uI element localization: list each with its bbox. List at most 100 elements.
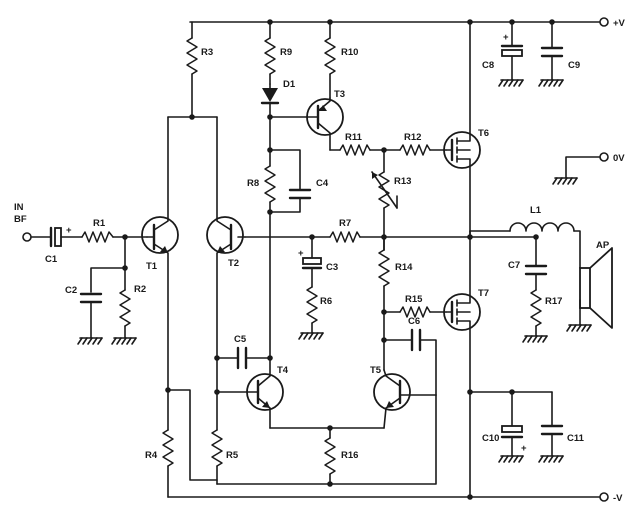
- c2-label: C2: [65, 285, 77, 296]
- ground-c11: [538, 455, 564, 463]
- capacitor-c10: + C10: [467, 389, 553, 463]
- t5-label: T5: [370, 365, 382, 376]
- positive-rail-label: +V: [613, 18, 626, 29]
- c6-label: C6: [408, 316, 420, 327]
- positive-rail: +V: [189, 17, 626, 29]
- ground-r6: [298, 332, 324, 340]
- input-label-line2: BF: [14, 214, 27, 225]
- capacitor-c9: C9: [538, 19, 580, 87]
- junction-t7-source: [467, 494, 473, 500]
- c1-polarity: +: [66, 225, 72, 236]
- c3-label: C3: [326, 262, 338, 273]
- ground-zero: [552, 177, 578, 185]
- c8-polarity: +: [503, 32, 509, 43]
- c3-polarity: +: [298, 248, 304, 259]
- r1-label: R1: [93, 218, 106, 229]
- resistor-r11: R11: [339, 132, 401, 156]
- r4-label: R4: [145, 450, 158, 461]
- resistor-r7: R7: [244, 218, 471, 243]
- resistor-r3: R3: [186, 21, 213, 118]
- r12-label: R12: [404, 132, 421, 143]
- c7-label: C7: [508, 260, 520, 271]
- ground-c8: [498, 79, 524, 87]
- resistor-r9: R9: [264, 19, 292, 85]
- resistor-r4: R4: [145, 387, 218, 498]
- c5-label: C5: [234, 334, 247, 345]
- capacitor-c5: C5: [216, 334, 271, 370]
- capacitor-c4: C4: [269, 149, 329, 213]
- resistor-r1: R1: [81, 218, 148, 243]
- capacitor-c2: C2: [65, 285, 103, 345]
- ground-c10: [498, 455, 524, 463]
- mosfet-t6: T6: [443, 21, 489, 238]
- r5-label: R5: [226, 450, 239, 461]
- resistor-r2: R2: [111, 267, 146, 345]
- r2-label: R2: [134, 284, 146, 295]
- transistor-t4: T4: [216, 357, 289, 429]
- resistor-r6: R6: [298, 286, 332, 340]
- r17-label: R17: [545, 296, 562, 307]
- resistor-r14: R14: [378, 236, 413, 313]
- r3-label: R3: [201, 47, 213, 58]
- c4-label: C4: [316, 178, 329, 189]
- t1-label: T1: [146, 261, 158, 272]
- transistor-t3: T3: [306, 89, 345, 151]
- ground-c9: [538, 79, 564, 87]
- mosfet-t7: T7: [443, 236, 489, 498]
- ground-speaker: [566, 324, 592, 332]
- ground-r17: [522, 335, 548, 343]
- c8-label: C8: [482, 60, 494, 71]
- t6-label: T6: [478, 128, 489, 139]
- resistor-r8: R8: [247, 149, 276, 213]
- r9-label: R9: [280, 47, 292, 58]
- diode-d1: D1: [260, 79, 296, 151]
- r7-label: R7: [339, 218, 351, 229]
- c10-label: C10: [482, 433, 499, 444]
- resistor-r15: R15: [383, 294, 447, 318]
- input-label-line1: IN: [14, 202, 24, 213]
- positive-terminal: [599, 17, 609, 27]
- capacitor-c3: + C3: [298, 236, 338, 288]
- zero-rail-label: 0V: [613, 153, 625, 164]
- resistor-r10: R10: [324, 19, 358, 99]
- r15-label: R15: [405, 294, 423, 305]
- c10-polarity: +: [521, 443, 527, 454]
- zero-terminal-group: 0V: [552, 152, 625, 185]
- capacitor-c8: + C8: [482, 19, 524, 87]
- capacitor-c7: C7: [508, 234, 548, 291]
- junction-r16-bottom: [327, 481, 333, 487]
- negative-terminal: [599, 492, 609, 502]
- capacitor-c1: + C1: [45, 225, 83, 265]
- trimmer-r13: R13: [371, 149, 411, 251]
- resistor-r12: R12: [399, 132, 447, 156]
- ap-label: AP: [596, 240, 610, 251]
- capacitor-c6: C6: [383, 316, 437, 396]
- inductor-l1: L1: [469, 205, 581, 269]
- capacitor-c11: C11: [538, 391, 585, 463]
- transistor-t2: T2: [206, 116, 246, 391]
- zero-terminal: [599, 152, 609, 162]
- r14-label: R14: [395, 262, 413, 273]
- r11-label: R11: [345, 132, 363, 143]
- t2-label: T2: [228, 258, 239, 269]
- input-terminal-group: IN BF: [14, 202, 51, 242]
- speaker-ap: AP: [566, 240, 613, 332]
- ground-c2: [77, 337, 103, 345]
- r13-label: R13: [394, 176, 411, 187]
- r16-label: R16: [341, 450, 358, 461]
- r6-label: R6: [320, 296, 332, 307]
- resistor-r16: R16: [324, 427, 358, 485]
- d1-label: D1: [283, 79, 296, 90]
- c11-label: C11: [567, 433, 585, 444]
- t3-label: T3: [334, 89, 345, 100]
- negative-rail: -V: [167, 492, 623, 504]
- l1-label: L1: [530, 205, 542, 216]
- r8-label: R8: [247, 178, 259, 189]
- resistor-r17: R17: [522, 289, 562, 343]
- c9-label: C9: [568, 60, 580, 71]
- transistor-t1: T1: [141, 116, 179, 391]
- resistor-r5: R5: [211, 391, 239, 485]
- transistor-t5: T5: [370, 365, 437, 429]
- negative-rail-label: -V: [613, 493, 623, 504]
